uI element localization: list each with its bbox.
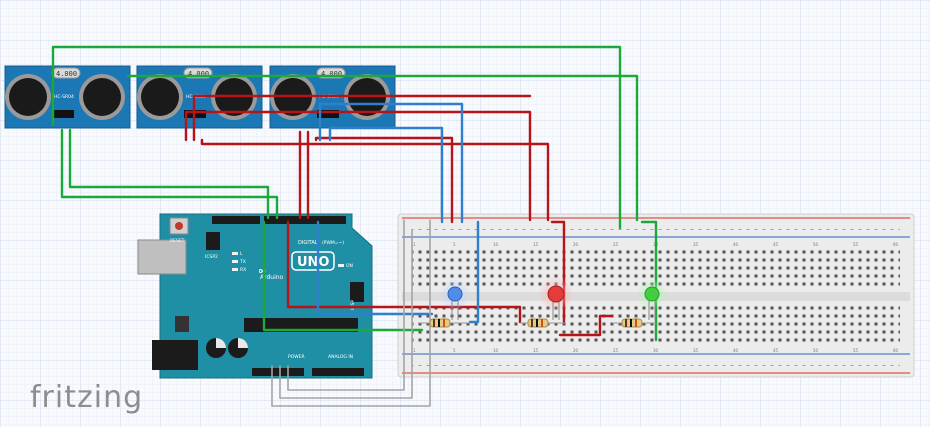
gray-wire-vin[interactable] <box>287 219 405 391</box>
blue-wire-arduino-blue-led[interactable] <box>316 220 434 316</box>
icsp-header-right <box>350 282 364 302</box>
red-wire-sensor2-echo[interactable] <box>200 138 550 222</box>
reset-label: RESET <box>170 238 185 244</box>
rx-led <box>232 268 238 271</box>
led-red[interactable] <box>538 276 574 320</box>
power-label: POWER <box>288 354 305 360</box>
gray-wire-gnd[interactable] <box>271 219 431 407</box>
red-wire-sensor3-vcc[interactable] <box>314 136 454 224</box>
l-led <box>232 252 238 255</box>
bottom-rail-holes <box>412 358 900 362</box>
column-label: 40 <box>733 242 739 247</box>
analog-header <box>312 368 364 376</box>
reset-button-cap <box>175 222 183 230</box>
icsp-label: ICSP <box>350 300 356 310</box>
column-label: 40 <box>733 348 739 353</box>
column-label: 20 <box>573 242 579 247</box>
column-label: 45 <box>773 242 779 247</box>
atmega-chip <box>244 318 358 332</box>
analog-label: ANALOG IN <box>328 354 353 360</box>
fritzing-watermark: fritzing <box>30 380 143 415</box>
column-label: 50 <box>813 348 819 353</box>
resistor-1[interactable] <box>418 318 470 328</box>
red-wire-sensor2-trig[interactable] <box>192 94 532 142</box>
led-green[interactable] <box>636 278 668 320</box>
digital-header-2 <box>264 216 346 224</box>
red-wire-resistor-link[interactable] <box>558 314 614 337</box>
gray-wire-5v[interactable] <box>279 229 413 399</box>
ultrasonic-sensor-1[interactable]: 4.000 HC-SR04 <box>4 65 131 129</box>
pwm-label: (PWM=~) <box>322 240 344 246</box>
column-label: 60 <box>893 242 899 247</box>
bottom-rail-holes-2 <box>412 365 900 369</box>
resistor-3[interactable] <box>612 318 658 328</box>
on-led <box>338 264 344 267</box>
column-label: 15 <box>533 242 539 247</box>
on-label: ON <box>346 263 353 269</box>
sensor-2-crystal: 4.000 <box>188 70 209 78</box>
column-label: 45 <box>773 348 779 353</box>
column-label: 5 <box>453 242 456 247</box>
sensor-3-crystal: 4.000 <box>321 70 342 78</box>
uno-logo-frame <box>291 251 335 271</box>
tx-label: TX <box>239 259 246 265</box>
arduino-infinity-logo: ∞ <box>258 266 266 277</box>
column-label: 50 <box>813 242 819 247</box>
usb-port <box>137 239 187 275</box>
power-jack <box>152 340 198 370</box>
column-label: 25 <box>613 348 619 353</box>
uno-logo: UNO <box>297 255 330 270</box>
green-wire-sensor1-gnd[interactable] <box>51 45 622 230</box>
column-label: 20 <box>573 348 579 353</box>
blue-wire-sensor3-echo[interactable] <box>328 126 444 224</box>
column-label: 55 <box>853 348 859 353</box>
green-wire-sensor1-trig[interactable] <box>60 128 279 220</box>
blue-wire-rail-blue-led[interactable] <box>468 220 480 324</box>
led-blue[interactable] <box>439 278 471 320</box>
column-label: 25 <box>613 242 619 247</box>
column-label: 35 <box>693 242 699 247</box>
sensor-1-pins <box>52 110 74 118</box>
arduino-uno-board[interactable]: RESET ICSP2 DIGITAL (PWM=~) ∞ UNO Arduin… <box>137 213 373 379</box>
column-label: 30 <box>653 348 659 353</box>
resistor-2[interactable] <box>520 318 566 328</box>
column-label: 55 <box>853 242 859 247</box>
blue-wire-sensor3-trig[interactable] <box>318 102 464 224</box>
column-label: 35 <box>693 348 699 353</box>
green-wire-arduino-led[interactable] <box>262 220 424 332</box>
voltage-regulator <box>175 316 189 332</box>
column-label: 1 <box>413 348 416 353</box>
column-label: 5 <box>453 348 456 353</box>
tx-led <box>232 260 238 263</box>
column-label: 10 <box>493 242 499 247</box>
arduino-brand: Arduino <box>260 274 284 281</box>
sensor-1-label: HC-SR04 <box>54 94 74 100</box>
green-wire-top-rail[interactable] <box>126 74 639 222</box>
sensor-3-pins <box>317 110 339 118</box>
column-label: 15 <box>533 348 539 353</box>
rx-label: RX <box>240 267 246 273</box>
icsp-header <box>206 232 220 250</box>
digital-header-1 <box>212 216 260 224</box>
red-wire-sensor2-vcc[interactable] <box>184 110 532 222</box>
icsp2-label: ICSP2 <box>205 254 218 260</box>
digital-label: DIGITAL <box>298 240 318 246</box>
column-label: 10 <box>493 348 499 353</box>
sensor-1-crystal: 4.000 <box>56 70 77 78</box>
column-label: 60 <box>893 348 899 353</box>
green-wire-sensor1-echo[interactable] <box>68 128 270 220</box>
column-label: 1 <box>413 242 416 247</box>
power-header <box>252 368 304 376</box>
l-label: L <box>240 251 243 257</box>
